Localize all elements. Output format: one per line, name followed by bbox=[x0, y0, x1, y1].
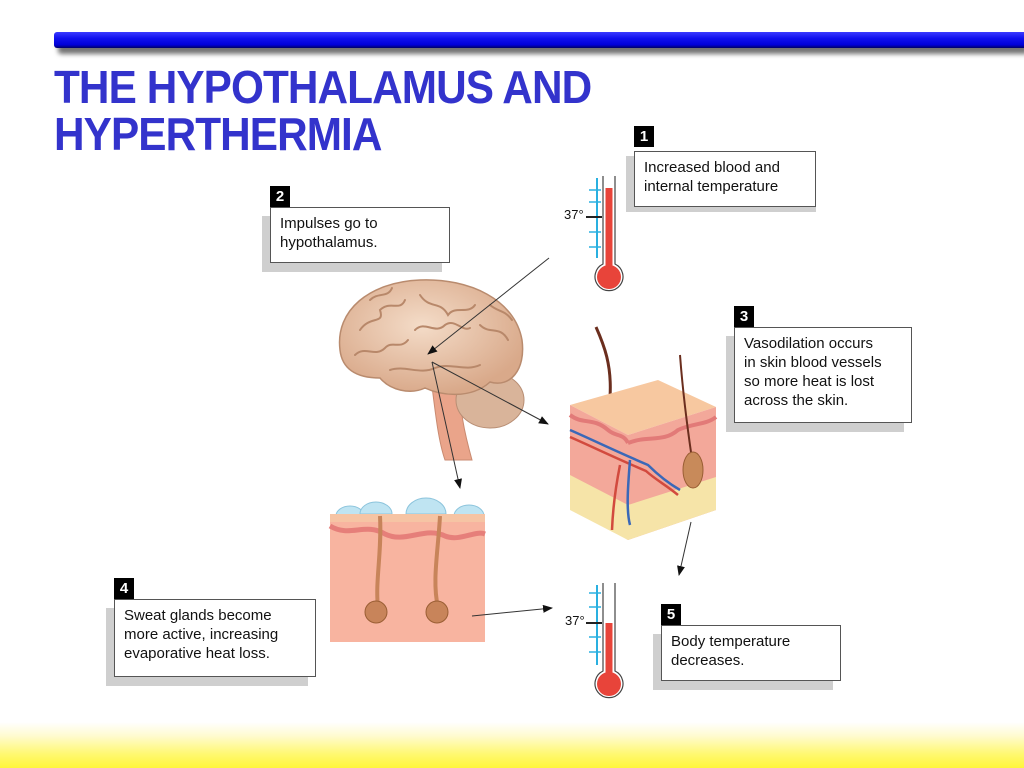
thermometer-label: 37° bbox=[565, 613, 585, 628]
step-number-badge: 4 bbox=[114, 578, 134, 599]
thermometer-normal: 37° bbox=[565, 583, 635, 707]
skin-block-illustration bbox=[568, 326, 718, 540]
sweat-gland-illustration bbox=[328, 497, 486, 642]
arrow-skin-block-to-step5 bbox=[677, 521, 692, 576]
arrow-thermometer-to-hypothalamus bbox=[427, 257, 550, 355]
callout-step-5: 5 Body temperature decreases. bbox=[653, 604, 851, 694]
thermometer-elevated: 37° bbox=[560, 176, 630, 300]
step-text: Impulses go to hypothalamus. bbox=[270, 207, 450, 263]
top-accent-bar bbox=[54, 32, 1024, 48]
slide-title: THE HYPOTHALAMUS AND HYPERTHERMIA bbox=[54, 61, 592, 160]
thermometer-icon bbox=[586, 583, 624, 699]
brain-illustration bbox=[338, 279, 525, 461]
callout-step-4: 4 Sweat glands become more active, incre… bbox=[106, 578, 324, 688]
thermometer-label: 37° bbox=[564, 207, 584, 222]
step-text: Increased blood and internal temperature bbox=[634, 151, 816, 207]
step-number-badge: 5 bbox=[661, 604, 681, 625]
step-number-badge: 2 bbox=[270, 186, 290, 207]
step-number-badge: 1 bbox=[634, 126, 654, 147]
thermometer-icon bbox=[586, 176, 624, 292]
step-text: Vasodilation occurs in skin blood vessel… bbox=[734, 327, 912, 423]
callout-step-3: 3 Vasodilation occurs in skin blood vess… bbox=[726, 306, 924, 436]
step-number-badge: 3 bbox=[734, 306, 754, 327]
callout-step-1: 1 Increased blood and internal temperatu… bbox=[626, 126, 824, 216]
arrow-hypothalamus-to-sweat-glands bbox=[431, 361, 462, 489]
arrow-hypothalamus-to-skin-block bbox=[431, 361, 549, 425]
bottom-accent-bar bbox=[0, 722, 1024, 768]
callout-step-2: 2 Impulses go to hypothalamus. bbox=[262, 186, 460, 276]
arrow-sweat-to-thermometer bbox=[471, 604, 553, 617]
step-text: Body temperature decreases. bbox=[661, 625, 841, 681]
step-text: Sweat glands become more active, increas… bbox=[114, 599, 316, 677]
